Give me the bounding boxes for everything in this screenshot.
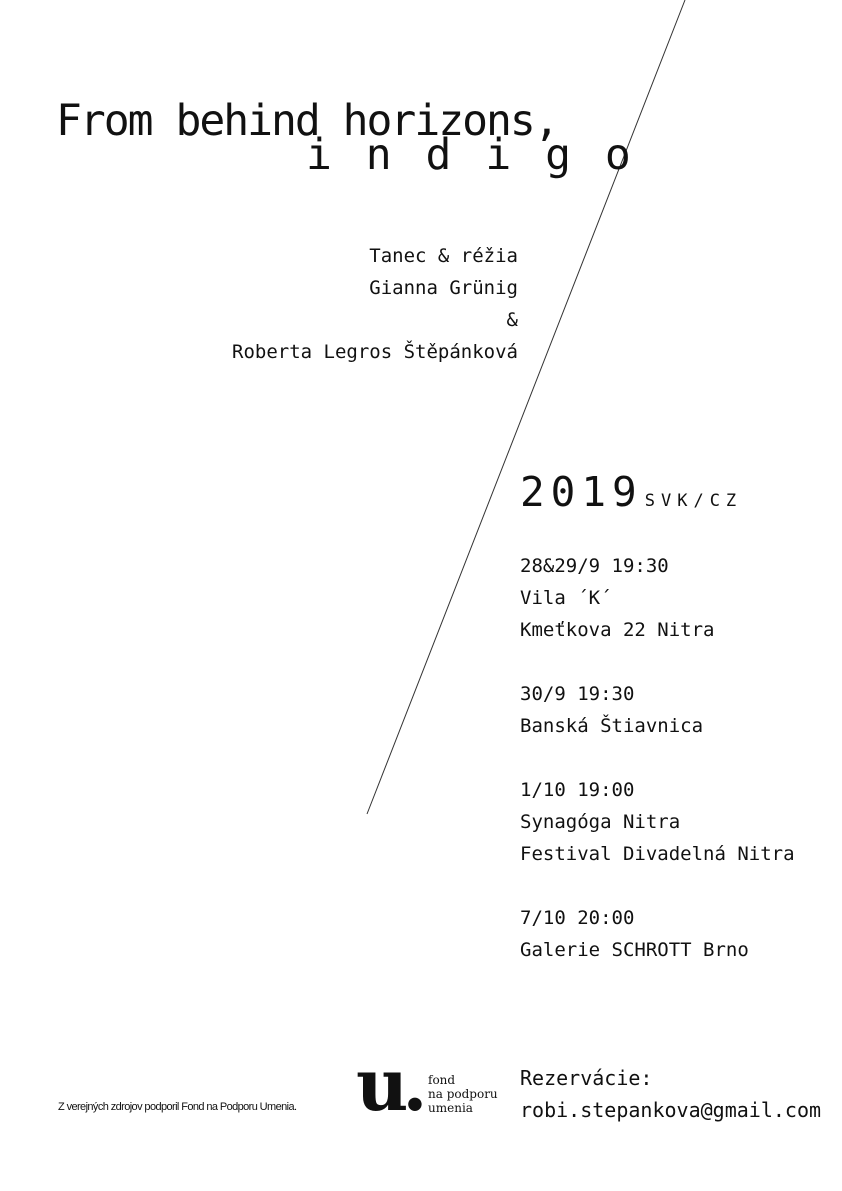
reservation-email-link[interactable]: robi.stepankova@gmail.com [520, 1098, 822, 1122]
fund-logo-line-3: umenia [428, 1101, 473, 1115]
event-datetime: 1/10 19:00 [520, 779, 635, 801]
title-line-1: From behind horizons, [56, 96, 560, 146]
credits-ampersand: & [506, 309, 518, 331]
funding-note: Z verejných zdrojov podporil Fond na Pod… [58, 1101, 297, 1113]
event-venue: Vila ´K´ [520, 587, 612, 609]
fund-logo-text: fond na podporu umenia [428, 1073, 498, 1115]
fund-logo-line-2: na podporu [428, 1087, 498, 1101]
region: SVK/CZ [644, 491, 743, 511]
event-venue: Galerie SCHROTT Brno [520, 939, 749, 961]
reservation-label: Rezervácie: [520, 1066, 653, 1090]
event-list: 28&29/9 19:30 Vila ´K´ Kmeťkova 22 Nitra… [520, 550, 820, 998]
event-venue: Banská Štiavnica [520, 715, 704, 737]
event-festival: Festival Divadelná Nitra [520, 843, 795, 865]
event-datetime: 7/10 20:00 [520, 907, 635, 929]
event-item: 7/10 20:00 Galerie SCHROTT Brno [520, 902, 820, 966]
event-venue: Synagóga Nitra [520, 811, 681, 833]
event-item: 30/9 19:30 Banská Štiavnica [520, 678, 820, 742]
credits: Tanec & réžia Gianna Grünig & Roberta Le… [232, 240, 518, 368]
event-item: 28&29/9 19:30 Vila ´K´ Kmeťkova 22 Nitra [520, 550, 820, 646]
fund-logo-mark: u. [356, 1042, 427, 1127]
event-datetime: 28&29/9 19:30 [520, 555, 669, 577]
reservation-block: Rezervácie: robi.stepankova@gmail.com [520, 1062, 821, 1126]
fund-logo-line-1: fond [428, 1073, 456, 1087]
event-datetime: 30/9 19:30 [520, 683, 635, 705]
credits-artist-1: Gianna Grünig [369, 277, 518, 299]
event-address: Kmeťkova 22 Nitra [520, 619, 715, 641]
credits-role: Tanec & réžia [369, 245, 518, 267]
event-item: 1/10 19:00 Synagóga Nitra Festival Divad… [520, 774, 820, 870]
title-line-2: i n d i g o [306, 130, 635, 180]
year: 2019 [520, 468, 643, 516]
credits-artist-2: Roberta Legros Štěpánková [232, 341, 518, 363]
